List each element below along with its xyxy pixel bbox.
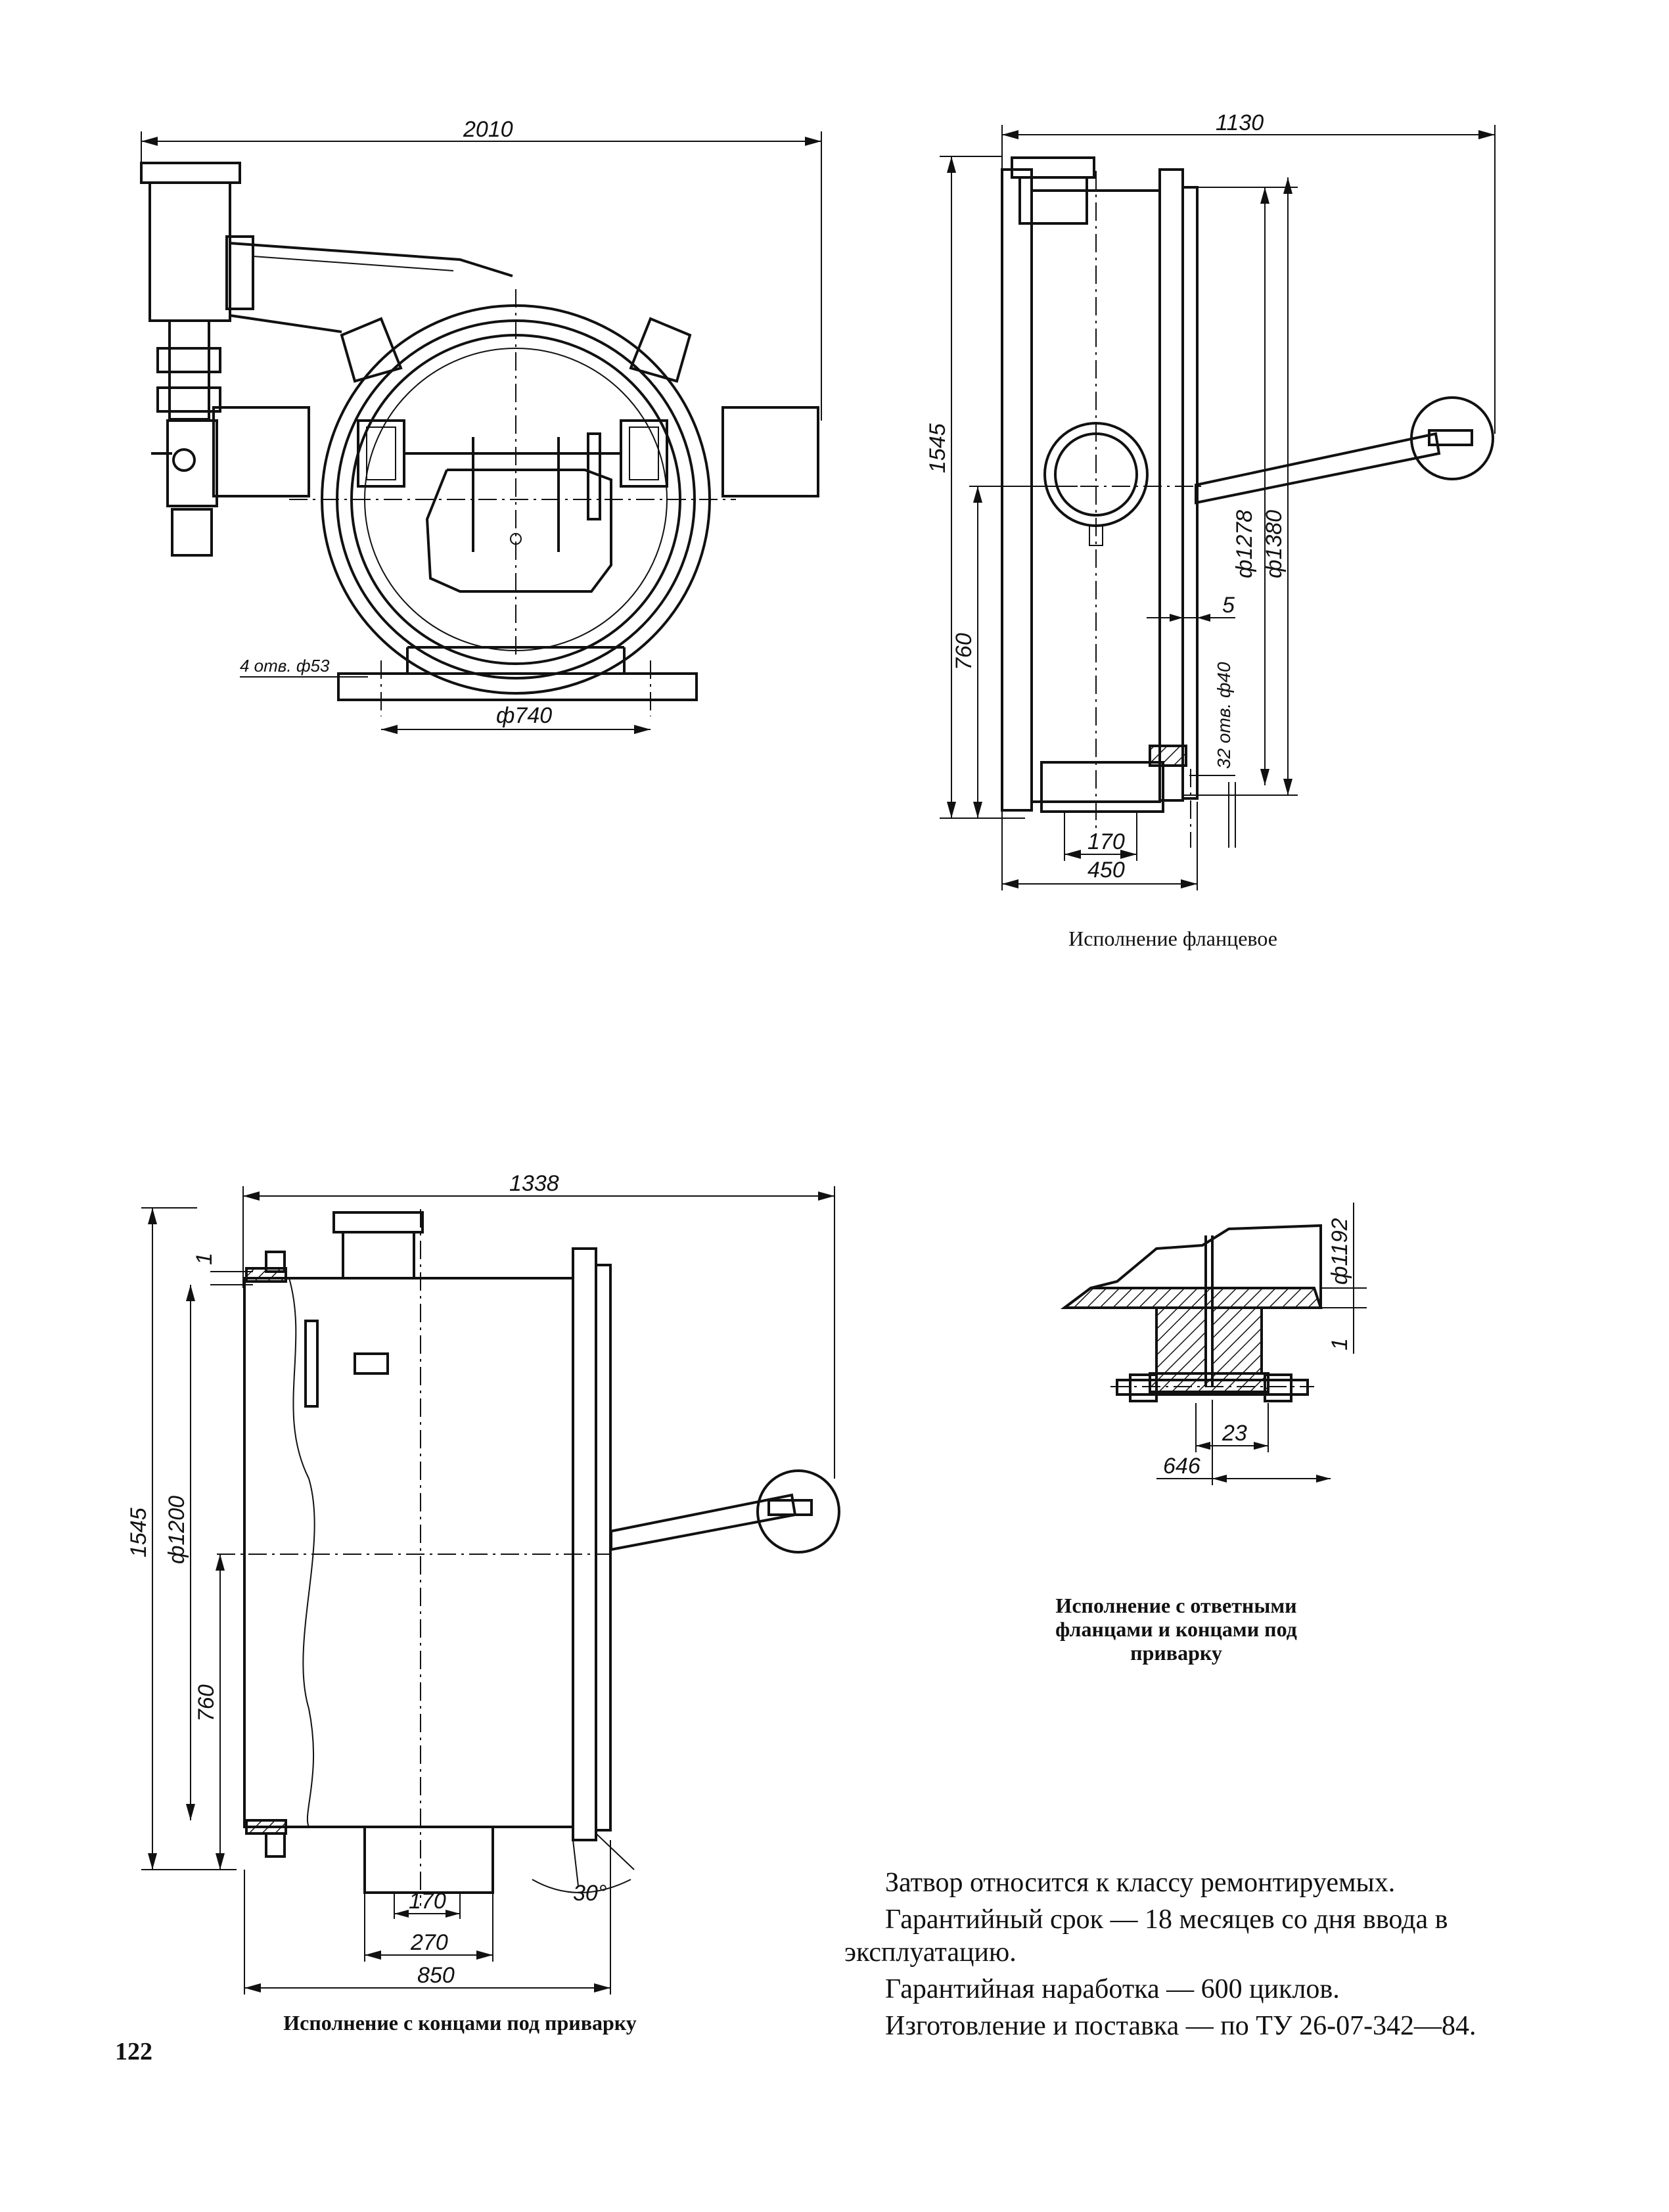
dim-450: 450 xyxy=(1087,858,1125,883)
dim-1545-top: 1545 xyxy=(925,423,950,473)
dim-170-top: 170 xyxy=(1087,829,1125,854)
dim-1130: 1130 xyxy=(1216,110,1264,135)
front-view: 2010 xyxy=(140,117,822,734)
dim-d1192: ф1192 xyxy=(1327,1218,1352,1285)
dim-d740: ф740 xyxy=(496,703,552,728)
flange-detail: ф1192 1 23 646 xyxy=(1061,1203,1367,1485)
dim-gap-5: 5 xyxy=(1222,593,1235,618)
note-repairable: Затвор относится к классу ремонтируемых. xyxy=(885,1868,1396,1898)
dim-760-bottom: 760 xyxy=(194,1684,219,1722)
dim-23: 23 xyxy=(1222,1421,1247,1446)
dim-holes-d53: 4 отв. ф53 xyxy=(240,656,330,676)
dim-850: 850 xyxy=(417,1963,455,1988)
dim-760-top: 760 xyxy=(951,633,976,670)
side-view-flanged: 1130 1545 760 xyxy=(925,110,1496,890)
caption-counter-flanges: Исполнение с ответными фланцами и концам… xyxy=(1055,1594,1297,1665)
side-view-weld-ends: 1338 1545 ф1200 760 1 xyxy=(126,1171,840,1994)
dim-offset-1: 1 xyxy=(192,1253,217,1265)
caption-flanged: Исполнение фланцевое xyxy=(1068,927,1277,950)
dim-angle-30: 30° xyxy=(573,1881,606,1906)
dim-detail-offset-1: 1 xyxy=(1327,1338,1352,1350)
dim-d1200: ф1200 xyxy=(164,1496,189,1564)
dim-1545-bottom: 1545 xyxy=(126,1508,151,1557)
caption-weld-ends: Исполнение с концами под приварку xyxy=(283,2011,637,2035)
dim-270: 270 xyxy=(410,1930,448,1955)
dim-646: 646 xyxy=(1163,1454,1200,1479)
dim-d1380: ф1380 xyxy=(1262,510,1287,578)
notes-block: Затвор относится к классу ремонтируемых.… xyxy=(844,1866,1554,2046)
note-warranty-period: Гарантийный срок — 18 месяцев со дня вво… xyxy=(844,1904,1448,1968)
note-spec: Изготовление и поставка — по ТУ 26-07-34… xyxy=(885,2011,1476,2041)
page-number: 122 xyxy=(115,2038,152,2065)
dim-170-bottom: 170 xyxy=(409,1889,446,1914)
dim-2010: 2010 xyxy=(463,117,513,142)
dim-1338: 1338 xyxy=(509,1171,559,1196)
dim-holes-d40: 32 отв. ф40 xyxy=(1214,662,1234,769)
note-warranty-cycles: Гарантийная наработка — 600 циклов. xyxy=(885,1974,1340,2004)
dim-d1278: ф1278 xyxy=(1232,510,1257,578)
